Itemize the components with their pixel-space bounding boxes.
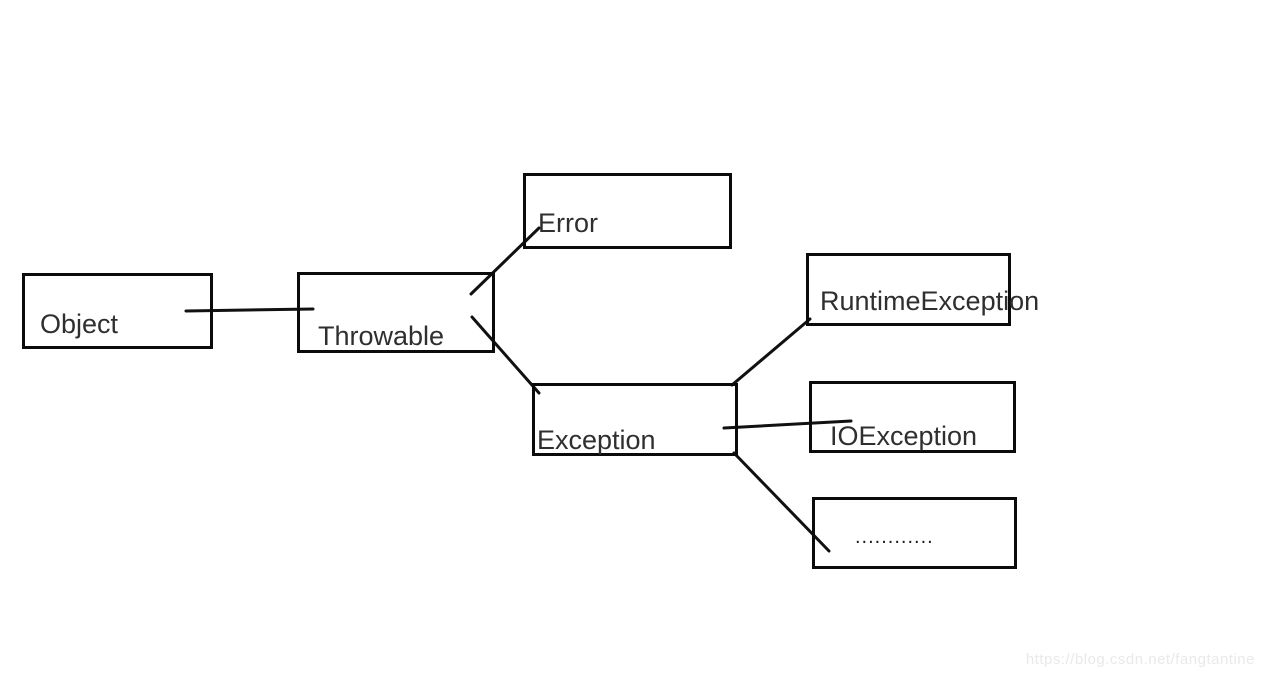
node-exception: Exception [532, 383, 738, 456]
node-ellipsis-label: ............ [855, 526, 934, 548]
node-object-label: Object [40, 309, 119, 339]
node-exception-label: Exception [537, 425, 656, 455]
node-throwable-label: Throwable [318, 321, 445, 351]
node-io-exception-label: IOException [830, 421, 978, 451]
node-runtime-exception: RuntimeException [806, 253, 1039, 326]
node-io-exception: IOException [809, 381, 1016, 453]
edge-exception-runtimeexception [730, 317, 812, 387]
node-throwable: Throwable [297, 272, 495, 353]
node-object: Object [22, 273, 213, 349]
node-runtime-exception-label: RuntimeException [820, 286, 1040, 316]
watermark-url: https://blog.csdn.net/fangtantine [1025, 651, 1255, 668]
node-error-label: Error [538, 208, 598, 238]
node-ellipsis: ............ [812, 497, 1017, 569]
node-error: Error [523, 173, 732, 249]
